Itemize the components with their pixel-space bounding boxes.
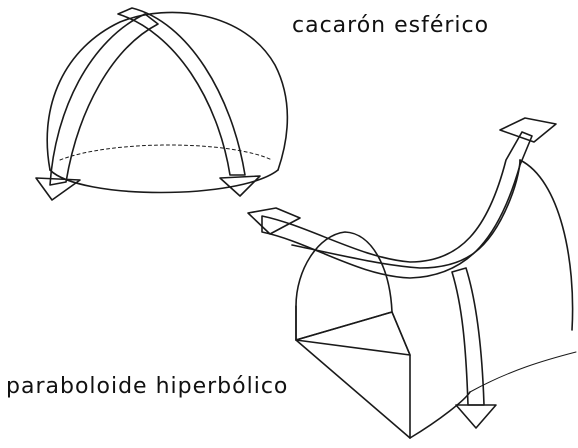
saddle-arch-shadow	[296, 312, 410, 355]
saddle-left-face	[296, 306, 410, 438]
dome-arrow-hatched	[50, 14, 158, 185]
saddle-arrow-left-head	[248, 208, 300, 234]
saddle-right-edge	[520, 160, 573, 330]
dome-base-front	[50, 170, 278, 193]
label-hyperbolic-paraboloid: paraboloide hiperbólico	[6, 374, 288, 399]
saddle-arrow-hollow-head	[456, 405, 496, 428]
dome-arrow-hollow	[118, 8, 245, 175]
saddle-front-lower-edge	[410, 392, 470, 438]
saddle-arrow-hollow	[452, 268, 484, 405]
saddle-arrow-hatched	[262, 132, 532, 278]
saddle-ground-curve	[470, 352, 576, 392]
saddle-right-face	[392, 312, 410, 438]
spherical-shell-figure	[36, 8, 287, 200]
dome-arrow-hollow-head	[220, 176, 260, 196]
dome-outline	[47, 12, 287, 170]
hyperbolic-paraboloid-figure	[248, 118, 576, 438]
label-spherical-shell: cacarón esférico	[292, 13, 489, 38]
saddle-arrow-right-head	[500, 118, 556, 142]
dome-arrow-hatched-head	[36, 178, 80, 200]
